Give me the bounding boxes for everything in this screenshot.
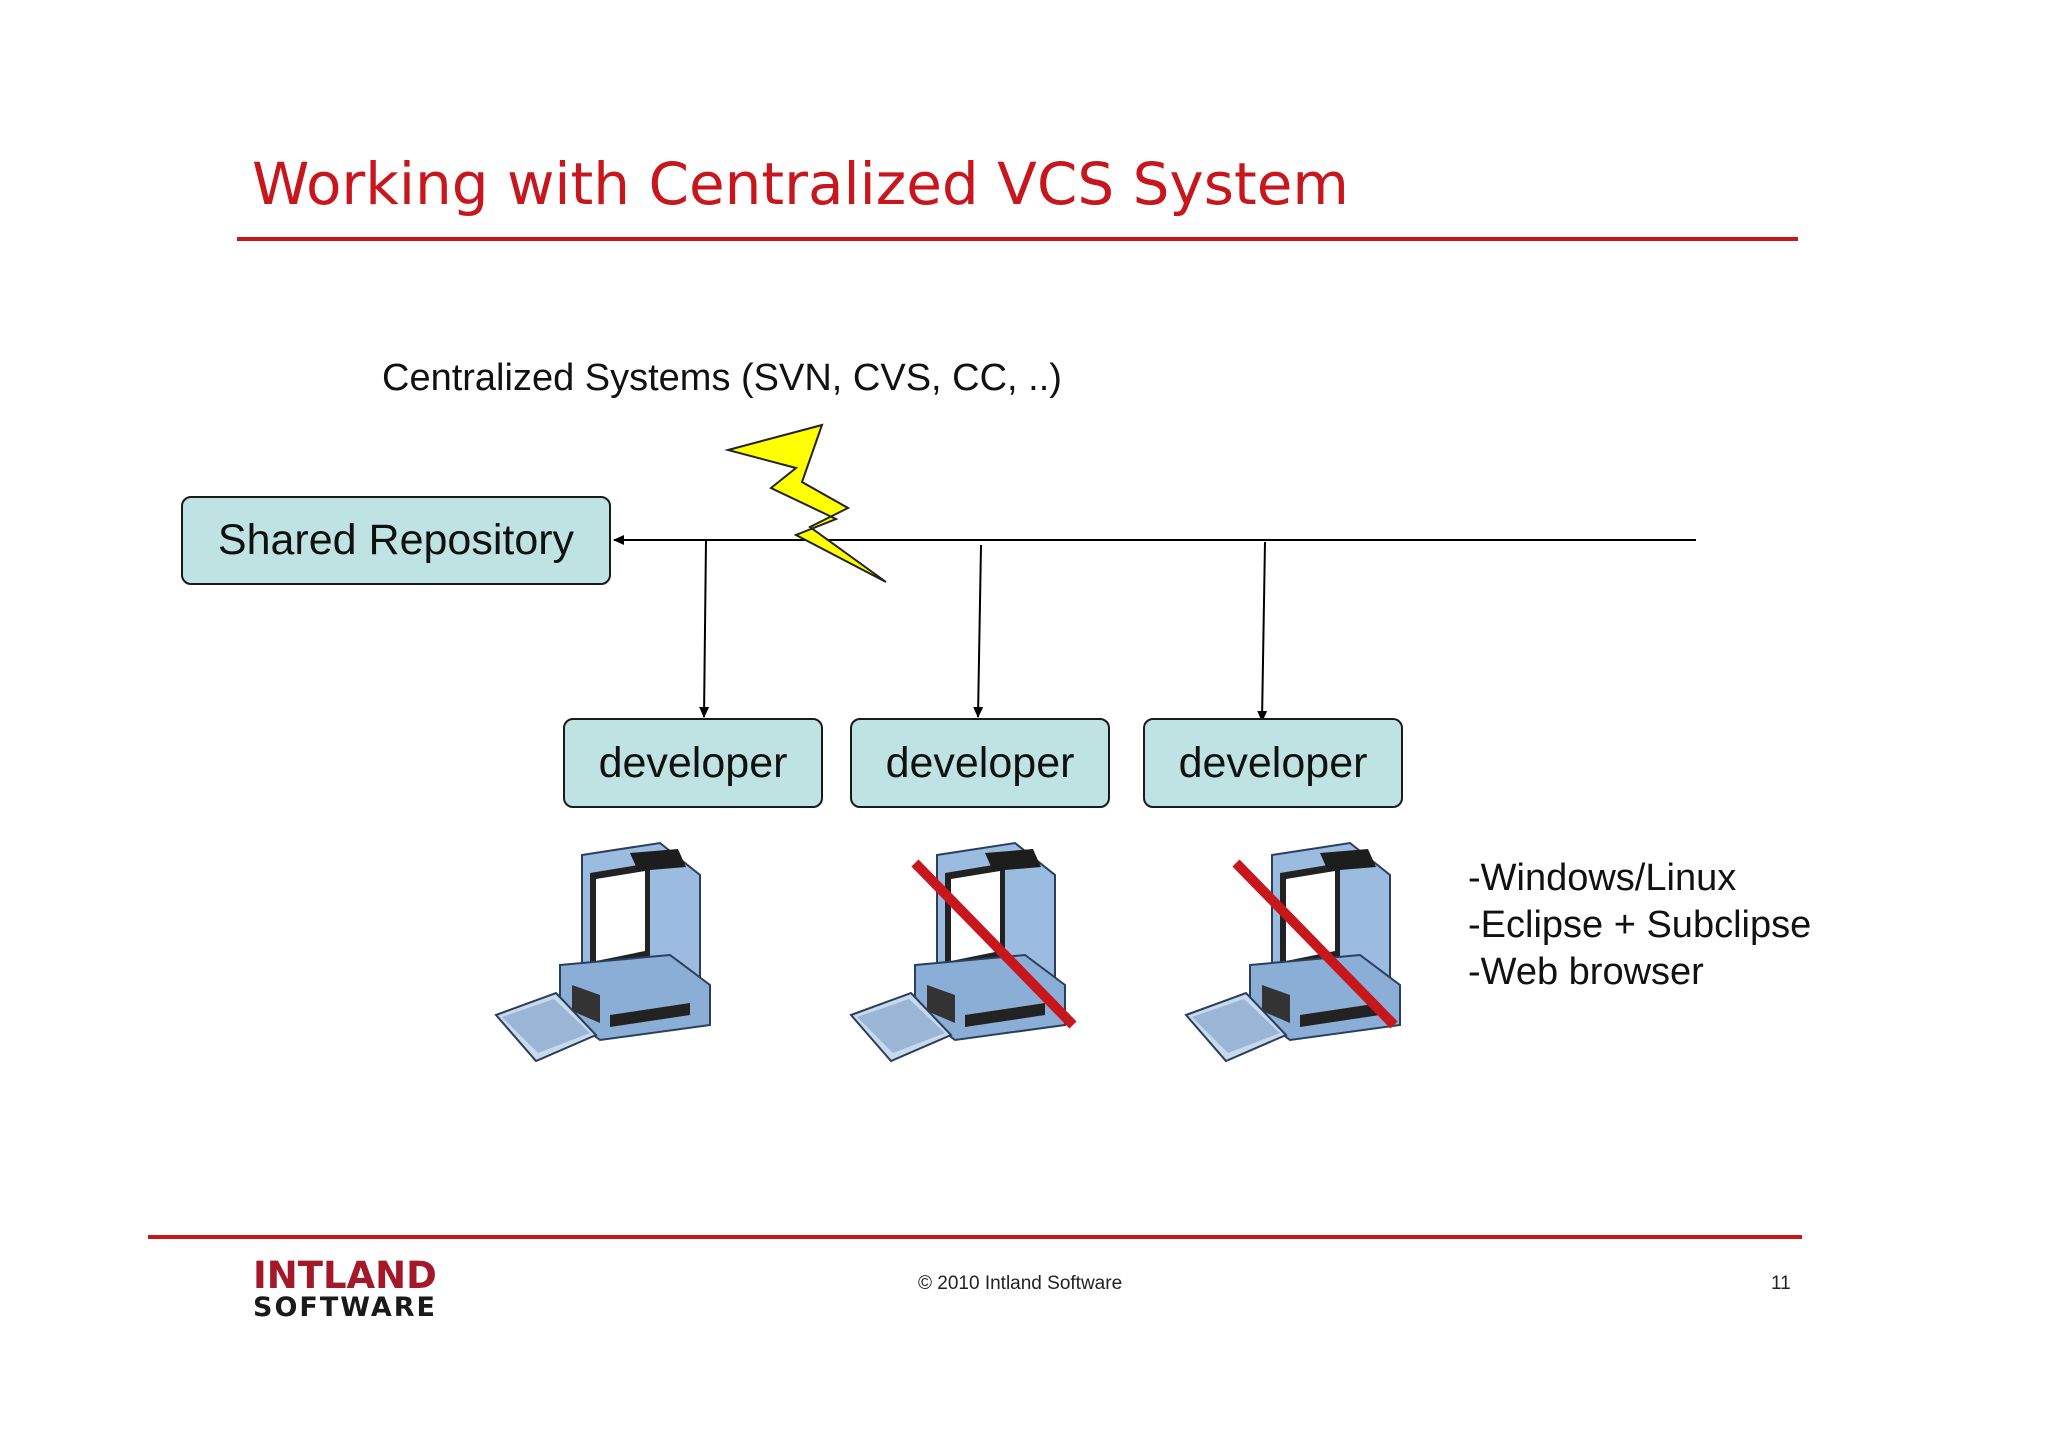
- shared-repository-box: Shared Repository: [181, 496, 611, 585]
- cross-out-icon: [911, 859, 1077, 1029]
- requirements-list: -Windows/Linux -Eclipse + Subclipse -Web…: [1468, 855, 1811, 996]
- title-underline: [237, 237, 1798, 241]
- cross-out-icon: [1232, 859, 1398, 1029]
- computer-icon: [1184, 841, 1401, 1063]
- connector-dev2: [973, 544, 984, 718]
- copyright-text: © 2010 Intland Software: [918, 1273, 1123, 1294]
- page-number: 11: [1771, 1273, 1791, 1294]
- lightning-bolt-icon: [724, 423, 887, 583]
- developer-box-1: developer: [563, 718, 823, 808]
- logo-line-2: SOFTWARE: [253, 1292, 437, 1323]
- connector-dev3: [1257, 541, 1268, 722]
- computer-icon: [849, 841, 1077, 1063]
- footer-rule: [148, 1235, 1802, 1239]
- computer-icon: [494, 841, 711, 1063]
- diagram-subtitle: Centralized Systems (SVN, CVS, CC, ..): [382, 357, 1062, 399]
- connector-dev1: [699, 539, 710, 718]
- slide-title: Working with Centralized VCS System: [252, 150, 1349, 218]
- developer-box-3: developer: [1143, 718, 1403, 808]
- list-item: -Web browser: [1468, 951, 1704, 993]
- logo-line-1: INTLAND: [253, 1254, 437, 1297]
- intland-logo: INTLAND SOFTWARE: [253, 1254, 437, 1323]
- list-item: -Windows/Linux: [1468, 857, 1737, 899]
- list-item: -Eclipse + Subclipse: [1468, 904, 1812, 946]
- developer-box-2: developer: [850, 718, 1110, 808]
